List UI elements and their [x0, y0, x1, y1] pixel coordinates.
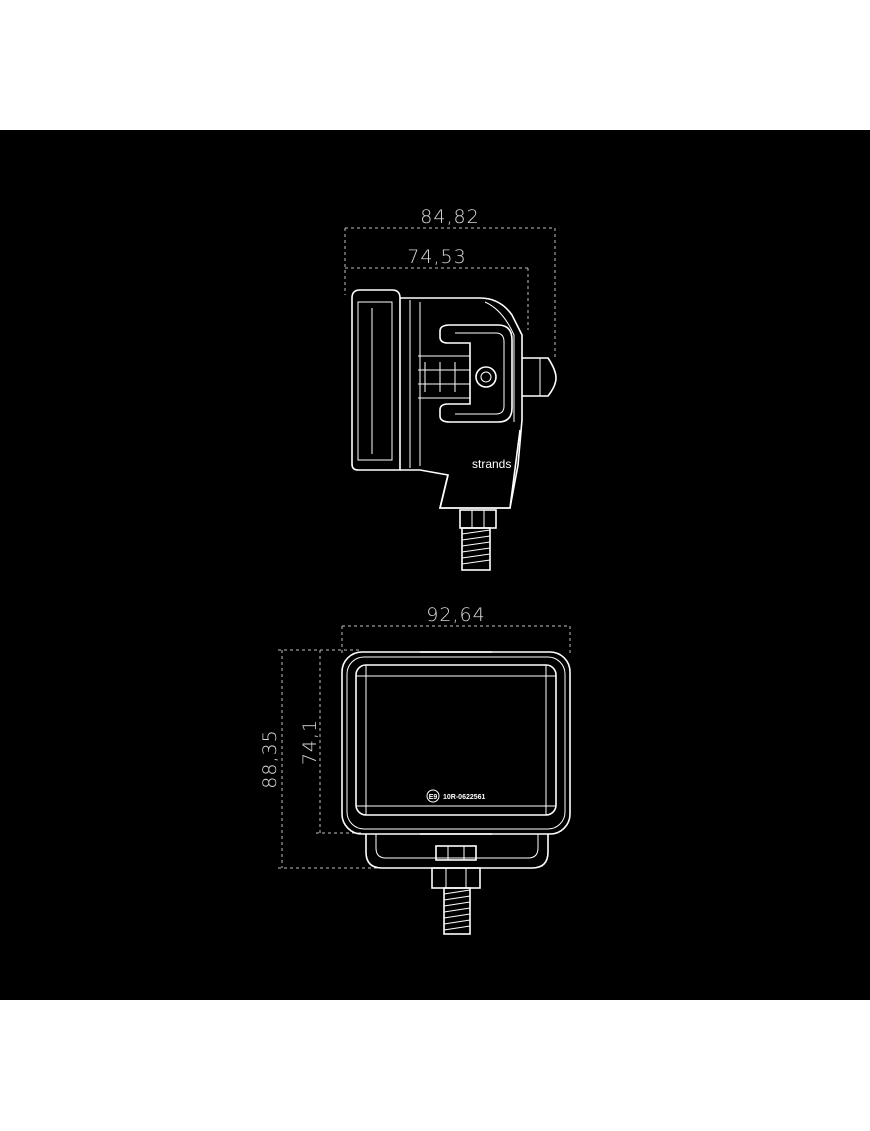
side-connector [522, 357, 557, 397]
side-mount-foot [438, 429, 521, 509]
approval-number: 10R-0622561 [443, 794, 486, 801]
front-width-label: 92,64 [426, 604, 485, 626]
front-view: 92,64 88,35 74,1 E9 10R-062 [259, 604, 571, 935]
brand-label: strands [472, 457, 511, 471]
side-lens [351, 289, 401, 471]
side-bolt [459, 509, 497, 571]
body-width-label: 74,53 [407, 246, 466, 268]
dimension-overall-height: 88,35 [259, 649, 390, 869]
approval-mark-label: E9 [429, 794, 438, 801]
drawing-panel: 84,82 74,53 [0, 130, 870, 1000]
front-bolt [431, 845, 481, 935]
overall-height-label: 88,35 [259, 729, 281, 788]
body-height-label: 74,1 [299, 719, 321, 765]
overall-width-label: 84,82 [420, 206, 479, 228]
side-adjust-knob [475, 366, 497, 388]
front-lens [355, 664, 557, 816]
technical-drawing: 84,82 74,53 [259, 206, 571, 935]
front-bracket [365, 834, 549, 869]
side-view: 84,82 74,53 [344, 206, 557, 571]
approval-circle-icon [426, 789, 440, 803]
dimension-overall-width: 84,82 [344, 206, 556, 360]
front-bezel [341, 651, 571, 835]
side-cooling-fins [418, 355, 470, 399]
dimension-body-width: 74,53 [345, 246, 529, 330]
approval-mark: E9 10R-0622561 [426, 789, 486, 803]
dimension-body-height: 74,1 [299, 650, 362, 834]
side-bracket-cutout [439, 324, 513, 423]
dimension-front-width: 92,64 [341, 604, 571, 655]
